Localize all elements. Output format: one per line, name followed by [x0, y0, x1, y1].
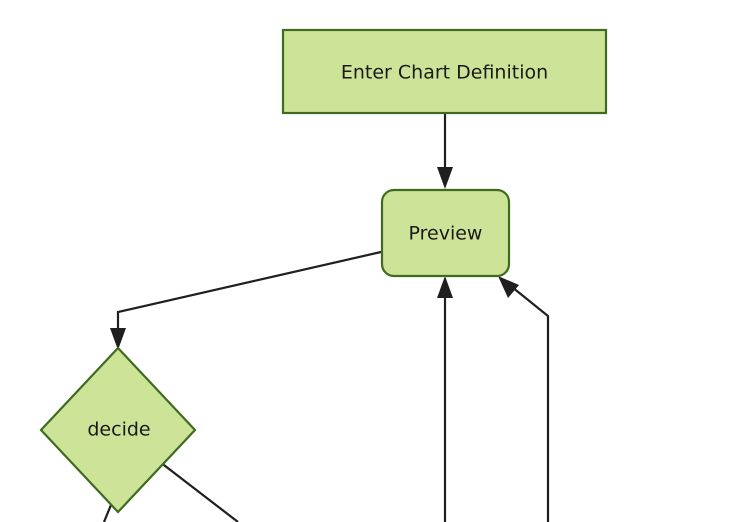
node-enter-chart-definition[interactable]: Enter Chart Definition	[281, 28, 608, 115]
edge-decide-bottom-right-line	[159, 461, 239, 522]
node-decide-shape[interactable]	[39, 346, 197, 514]
edge-preview-to-decide-line	[116, 250, 382, 337]
edge-bottom-right-to-preview	[498, 276, 550, 522]
edge-bottom-center-to-preview	[437, 276, 453, 522]
edge-preview-to-decide-arrowhead	[110, 328, 126, 350]
edge-enter-to-preview-arrowhead	[437, 167, 453, 189]
edge-bottom-right-to-preview-arrowhead	[498, 276, 519, 298]
node-enter-chart-definition-shape[interactable]	[281, 28, 608, 115]
edge-decide-bottom-right	[159, 461, 239, 522]
edge-bottom-right-to-preview-line	[511, 286, 550, 522]
node-preview[interactable]: Preview	[380, 188, 511, 278]
edge-preview-to-decide	[110, 250, 382, 350]
node-decide[interactable]: decide	[39, 346, 197, 514]
node-preview-shape[interactable]	[380, 188, 511, 278]
edge-bottom-center-to-preview-arrowhead	[437, 276, 453, 298]
edge-enter-to-preview	[437, 113, 453, 189]
